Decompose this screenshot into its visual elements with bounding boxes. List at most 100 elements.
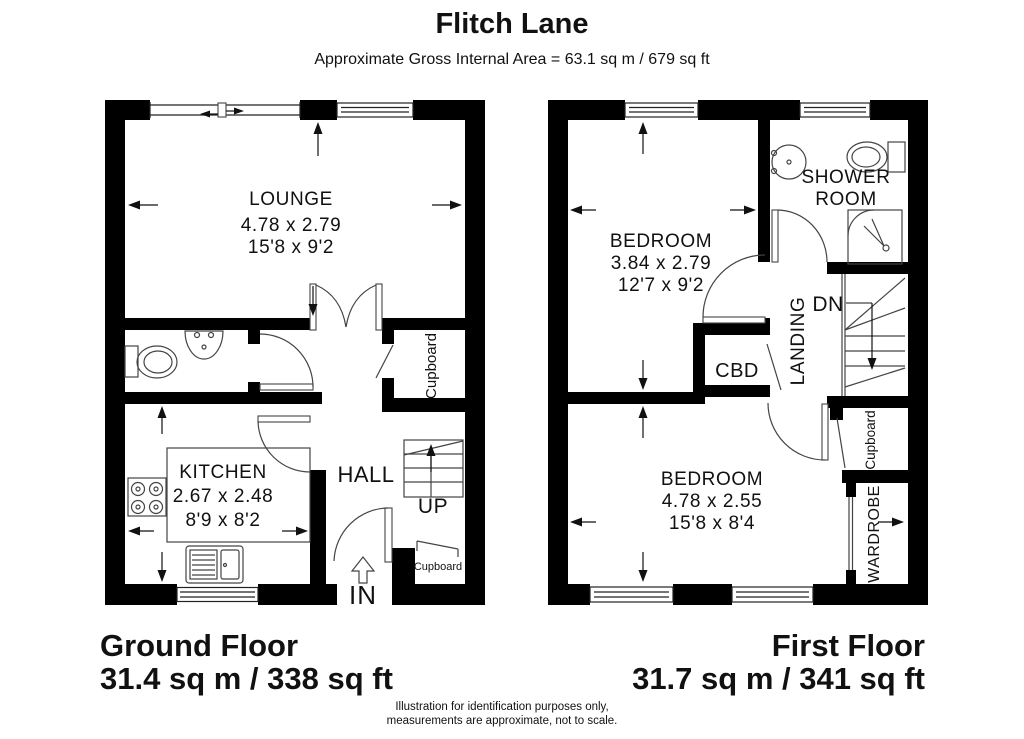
first-floor-area: 31.7 sq m / 341 sq ft xyxy=(632,661,925,696)
wall xyxy=(310,470,326,605)
hob-burner-dot xyxy=(153,504,159,510)
sink-drainer xyxy=(189,549,218,580)
window-glazing xyxy=(736,591,809,598)
hall-label: HALL xyxy=(337,462,394,487)
wall xyxy=(827,396,908,408)
arrow-head xyxy=(638,378,648,390)
cupboard-door-leaf xyxy=(836,417,846,469)
cupboard-label: Cupboard xyxy=(863,410,878,469)
basin-tap xyxy=(770,149,778,157)
footer: Ground Floor 31.4 sq m / 338 sq ft First… xyxy=(100,628,925,727)
toilet-bowl-inner xyxy=(851,146,881,168)
window xyxy=(176,586,259,603)
ground-floor-windows xyxy=(149,102,414,603)
wall xyxy=(392,548,415,605)
window-glazing xyxy=(629,106,694,113)
ground-floor-area: 31.4 sq m / 338 sq ft xyxy=(100,661,393,696)
window xyxy=(336,102,414,118)
basin-tap xyxy=(770,167,778,175)
understairs-slope xyxy=(416,540,459,557)
hob-burner xyxy=(130,499,146,515)
ground-floor-fixtures xyxy=(124,330,464,584)
wall xyxy=(693,323,770,335)
lounge-label: LOUNGE xyxy=(249,189,333,210)
shower-spray-lines xyxy=(863,218,885,247)
stair-winders xyxy=(844,277,906,331)
bedroom-front-label: BEDROOM xyxy=(610,231,712,252)
basin xyxy=(771,144,807,180)
sink-drain-dot xyxy=(222,562,228,568)
bedroom-back-label: BEDROOM xyxy=(661,469,763,490)
door-arc xyxy=(777,209,828,263)
wall xyxy=(300,100,337,120)
window-glazing xyxy=(594,591,669,598)
wall xyxy=(758,120,770,262)
disclaimer-line2: measurements are approximate, not to sca… xyxy=(387,715,618,727)
arrow-head xyxy=(234,107,244,115)
arrow-head xyxy=(638,406,648,418)
window-mullion xyxy=(217,102,227,118)
shower-room-door-leaf xyxy=(771,209,779,263)
door-arc xyxy=(345,284,377,328)
entrance-door-leaf xyxy=(384,507,393,563)
wall xyxy=(392,584,485,605)
wall xyxy=(382,398,465,412)
plan-title: Flitch Lane xyxy=(435,8,588,40)
wall xyxy=(698,100,800,120)
wall xyxy=(465,100,485,605)
door-arc xyxy=(702,254,766,318)
hob xyxy=(127,477,167,517)
first-floor-windows xyxy=(589,102,871,603)
stairs-up-label: UP xyxy=(418,495,448,518)
wall xyxy=(842,470,908,483)
window xyxy=(799,102,871,118)
window xyxy=(624,102,699,118)
hob-burner-dot xyxy=(135,486,141,492)
arrow-head xyxy=(296,526,308,536)
basin-drain-dot xyxy=(786,159,792,165)
drainer-lines xyxy=(192,554,215,576)
arrow-head xyxy=(128,526,140,536)
bedroom-front-door-leaf xyxy=(702,316,766,324)
ground-floor-title: Ground Floor xyxy=(100,628,298,663)
kitchen-door-leaf xyxy=(257,415,311,423)
first-floor-fixtures xyxy=(770,141,906,396)
cbd-label: CBD xyxy=(715,360,759,382)
stairs-down-label: DN xyxy=(812,293,843,316)
door-arc xyxy=(767,402,826,461)
door-arc xyxy=(333,507,389,562)
wall xyxy=(548,584,590,605)
wall xyxy=(105,100,125,605)
hob-burner-dot xyxy=(135,504,141,510)
kitchen-dim-imperial: 8'9 x 8'2 xyxy=(186,510,261,531)
kitchen-worktop xyxy=(166,447,311,543)
wall xyxy=(908,100,928,605)
bedroom-front-dim-imperial: 12'7 x 9'2 xyxy=(618,275,704,296)
first-floor-doors xyxy=(702,209,854,570)
arrow-head xyxy=(200,110,210,118)
arrow-head xyxy=(744,205,756,215)
arrow-head xyxy=(638,570,648,582)
first-floor-title: First Floor xyxy=(772,628,925,663)
shower-room-label-line2: ROOM xyxy=(815,189,877,210)
door-arc xyxy=(257,420,311,473)
door-arc xyxy=(259,333,314,388)
hob-burner xyxy=(130,481,146,497)
wall xyxy=(382,318,465,330)
wall xyxy=(548,100,568,605)
cbd-door-leaf xyxy=(766,343,782,391)
wall xyxy=(125,318,310,330)
window-glazing xyxy=(804,106,866,113)
shower-tray-corner xyxy=(847,209,875,237)
arrow-head xyxy=(426,444,436,456)
hall-cupboard-label: Cupboard xyxy=(423,333,440,399)
stair-stringer xyxy=(844,367,906,388)
wall xyxy=(813,584,928,605)
stair-treads xyxy=(845,335,905,367)
wall xyxy=(827,262,908,274)
wall xyxy=(846,570,856,584)
wc-door-leaf xyxy=(259,383,314,391)
kitchen-sink xyxy=(185,545,244,584)
